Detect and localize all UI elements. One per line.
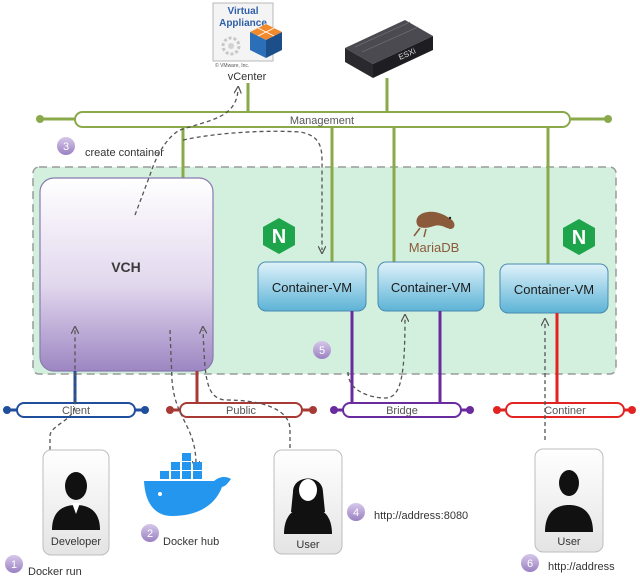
step-3: 3 create container: [57, 137, 164, 159]
svg-text:MariaDB: MariaDB: [409, 240, 460, 255]
mariadb-logo: MariaDB: [409, 211, 460, 255]
container-label: Continer: [544, 405, 586, 417]
flow-user-to-vch: [203, 330, 291, 448]
flow-developer-to-vch: [49, 330, 75, 450]
step-4-text: http://address:8080: [374, 510, 468, 522]
svg-text:3: 3: [63, 141, 69, 153]
vcenter-label: vCenter: [228, 71, 267, 83]
container-vm-2: Container-VM: [377, 261, 485, 312]
esxi-server-icon: ESXi: [345, 20, 433, 78]
developer-actor: Developer: [42, 449, 110, 556]
container-network: Continer: [493, 402, 636, 418]
appliance-blocks-icon: [250, 24, 282, 58]
container-vm-label: Container-VM: [514, 282, 594, 297]
public-network: Public: [166, 402, 317, 418]
step-badge: [521, 554, 539, 572]
step-badge: [141, 524, 159, 542]
vcenter-appliance: Virtual Appliance © VMware, Inc. vCenter: [212, 2, 282, 83]
user-2-label: User: [557, 536, 581, 548]
svg-text:4: 4: [353, 507, 359, 519]
svg-text:N: N: [572, 227, 586, 249]
vch-box: VCH: [39, 177, 214, 372]
developer-label: Developer: [51, 536, 101, 548]
svg-text:N: N: [272, 226, 286, 248]
container-vm-label: Container-VM: [272, 280, 352, 295]
step-1-text: Docker run: [28, 566, 82, 578]
user-actor-2: User: [534, 448, 604, 553]
appliance-title-line1: Virtual: [228, 6, 259, 17]
step-badge: [347, 503, 365, 521]
step-badge: [5, 555, 23, 573]
step-6: 6 http://address: [521, 554, 615, 573]
nginx-logo: N: [263, 218, 295, 254]
nginx-logo: N: [563, 219, 595, 255]
flow-vch-to-vcenter: [134, 90, 238, 216]
user-1-label: User: [296, 539, 320, 551]
management-label: Management: [290, 115, 354, 127]
step-5: 5: [313, 341, 331, 359]
container-vm-3: Container-VM: [499, 263, 609, 314]
management-network: Management: [36, 78, 612, 264]
step-3-text: create container: [85, 147, 164, 159]
user-female-icon: [284, 478, 332, 534]
client-network: Client: [3, 402, 149, 418]
client-label: Client: [62, 405, 90, 417]
step-1: 1 Docker run: [5, 555, 82, 578]
flow-vcenter-to-container-vm: [182, 130, 322, 250]
user-male-icon: [545, 470, 593, 532]
step-badge: [57, 137, 75, 155]
public-label: Public: [226, 405, 256, 417]
flow-arrows: [49, 90, 545, 465]
container-vm-1: Container-VM: [257, 261, 367, 312]
seal-icon: [413, 211, 455, 238]
svg-text:6: 6: [527, 558, 533, 570]
gear-icon: [221, 36, 241, 56]
user-actor-1: User: [273, 449, 343, 555]
flow-vch-to-dockerhub: [169, 329, 196, 465]
whale-body: [144, 476, 231, 516]
developer-icon: [52, 472, 100, 530]
container-vm-label: Container-VM: [391, 280, 471, 295]
bridge-network: Bridge: [330, 402, 474, 418]
svg-text:1: 1: [11, 559, 17, 571]
svg-text:2: 2: [147, 528, 153, 540]
svg-text:5: 5: [319, 345, 325, 357]
step-badge: [313, 341, 331, 359]
docker-containers-icon: [160, 453, 202, 479]
flow-bridge-to-mariadb: [347, 318, 405, 399]
vch-label: VCH: [111, 259, 141, 275]
docker-logo: 2 Docker hub: [141, 453, 231, 548]
step-4: 4 http://address:8080: [347, 503, 468, 522]
appliance-copyright: © VMware, Inc.: [215, 62, 249, 69]
step-6-text: http://address: [548, 561, 615, 573]
appliance-title-line2: Appliance: [219, 18, 267, 29]
step-2-text: Docker hub: [163, 536, 219, 548]
bridge-label: Bridge: [386, 405, 418, 417]
